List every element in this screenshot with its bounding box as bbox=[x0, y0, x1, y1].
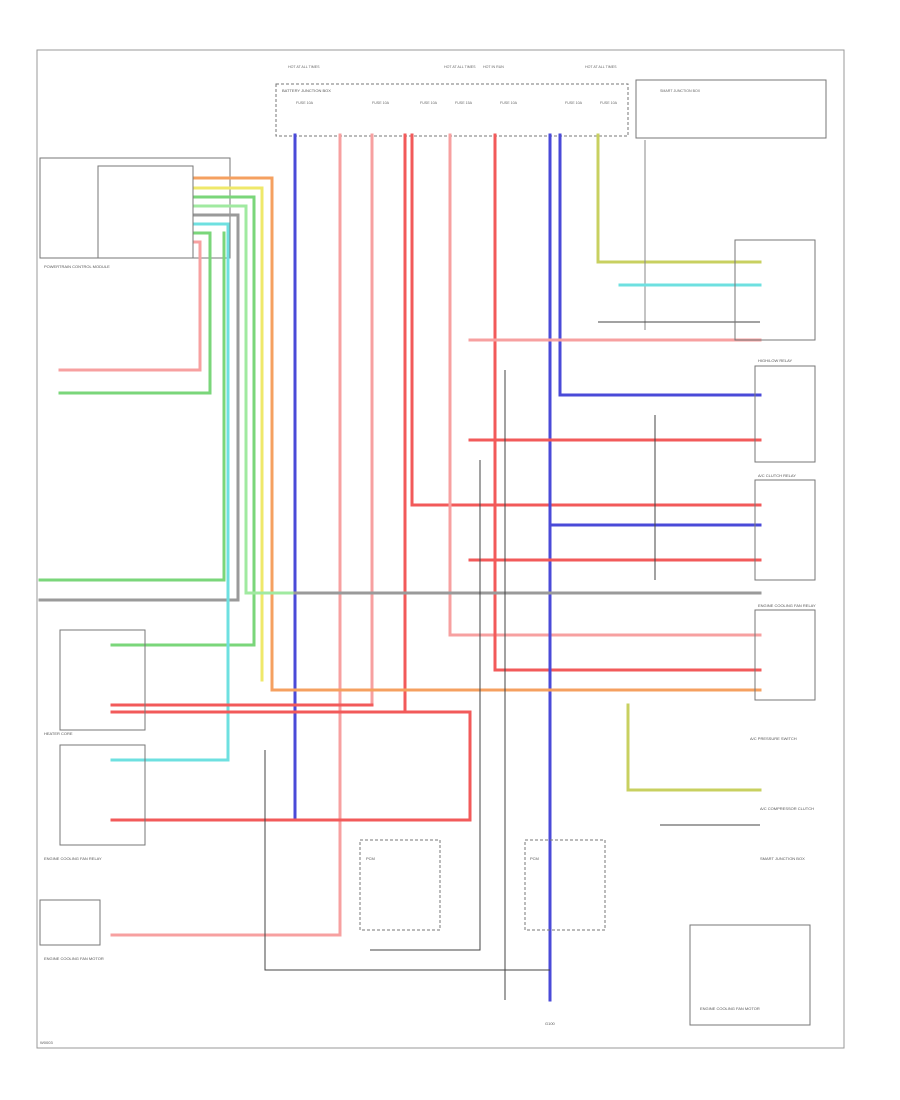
pcm2-label: PCM bbox=[366, 856, 375, 861]
svg-text:FUSE 10A: FUSE 10A bbox=[500, 101, 518, 105]
hi-low-label: HIGH/LOW RELAY bbox=[758, 358, 792, 363]
footer-code: W0003 bbox=[40, 1040, 53, 1045]
pcm-label: POWERTRAIN CONTROL MODULE bbox=[44, 264, 110, 269]
center-components: PCM PCM G100 bbox=[359, 839, 606, 1026]
svg-text:HOT AT ALL TIMES: HOT AT ALL TIMES bbox=[585, 65, 617, 69]
engine-cooling-label: ENGINE COOLING FAN RELAY bbox=[758, 603, 816, 608]
left-components: HEATER CORE ENGINE COOLING FAN RELAY ENG… bbox=[39, 629, 146, 961]
svg-text:FUSE 10A: FUSE 10A bbox=[420, 101, 438, 105]
fuse-box-title: BATTERY JUNCTION BOX bbox=[282, 88, 331, 93]
clutch-label: A/C COMPRESSOR CLUTCH bbox=[760, 806, 814, 811]
svg-text:HOT AT ALL TIMES: HOT AT ALL TIMES bbox=[288, 65, 320, 69]
svg-text:FUSE 10A: FUSE 10A bbox=[296, 101, 314, 105]
right-components: HIGH/LOW RELAY A/C CLUTCH RELAY ENGINE C… bbox=[689, 239, 816, 1026]
heater-label: HEATER CORE bbox=[44, 731, 73, 736]
svg-text:HOT AT ALL TIMES: HOT AT ALL TIMES bbox=[444, 65, 476, 69]
svg-text:FUSE 10A: FUSE 10A bbox=[600, 101, 618, 105]
fan-motor-left-label: ENGINE COOLING FAN MOTOR bbox=[44, 956, 104, 961]
svg-text:FUSE 10A: FUSE 10A bbox=[565, 101, 583, 105]
svg-text:HOT IN RUN: HOT IN RUN bbox=[483, 65, 504, 69]
svg-text:FUSE 15A: FUSE 15A bbox=[455, 101, 473, 105]
pressure-label: A/C PRESSURE SWITCH bbox=[750, 736, 797, 741]
fan-motor-label: ENGINE COOLING FAN MOTOR bbox=[700, 1006, 760, 1011]
fuse-box: BATTERY JUNCTION BOX HOT AT ALL TIMES HO… bbox=[275, 65, 827, 139]
pcm3-label: PCM bbox=[530, 856, 539, 861]
smart-label: SMART JUNCTION BOX bbox=[760, 856, 805, 861]
svg-text:SMART JUNCTION BOX: SMART JUNCTION BOX bbox=[660, 89, 701, 93]
pcm-connector: POWERTRAIN CONTROL MODULE bbox=[39, 157, 231, 269]
wires bbox=[38, 133, 762, 1002]
diagram-frame bbox=[36, 49, 845, 1049]
ground-label: G100 bbox=[545, 1021, 556, 1026]
svg-text:FUSE 10A: FUSE 10A bbox=[372, 101, 390, 105]
engine-cooling-left-label: ENGINE COOLING FAN RELAY bbox=[44, 856, 102, 861]
ac-relay-label: A/C CLUTCH RELAY bbox=[758, 473, 796, 478]
